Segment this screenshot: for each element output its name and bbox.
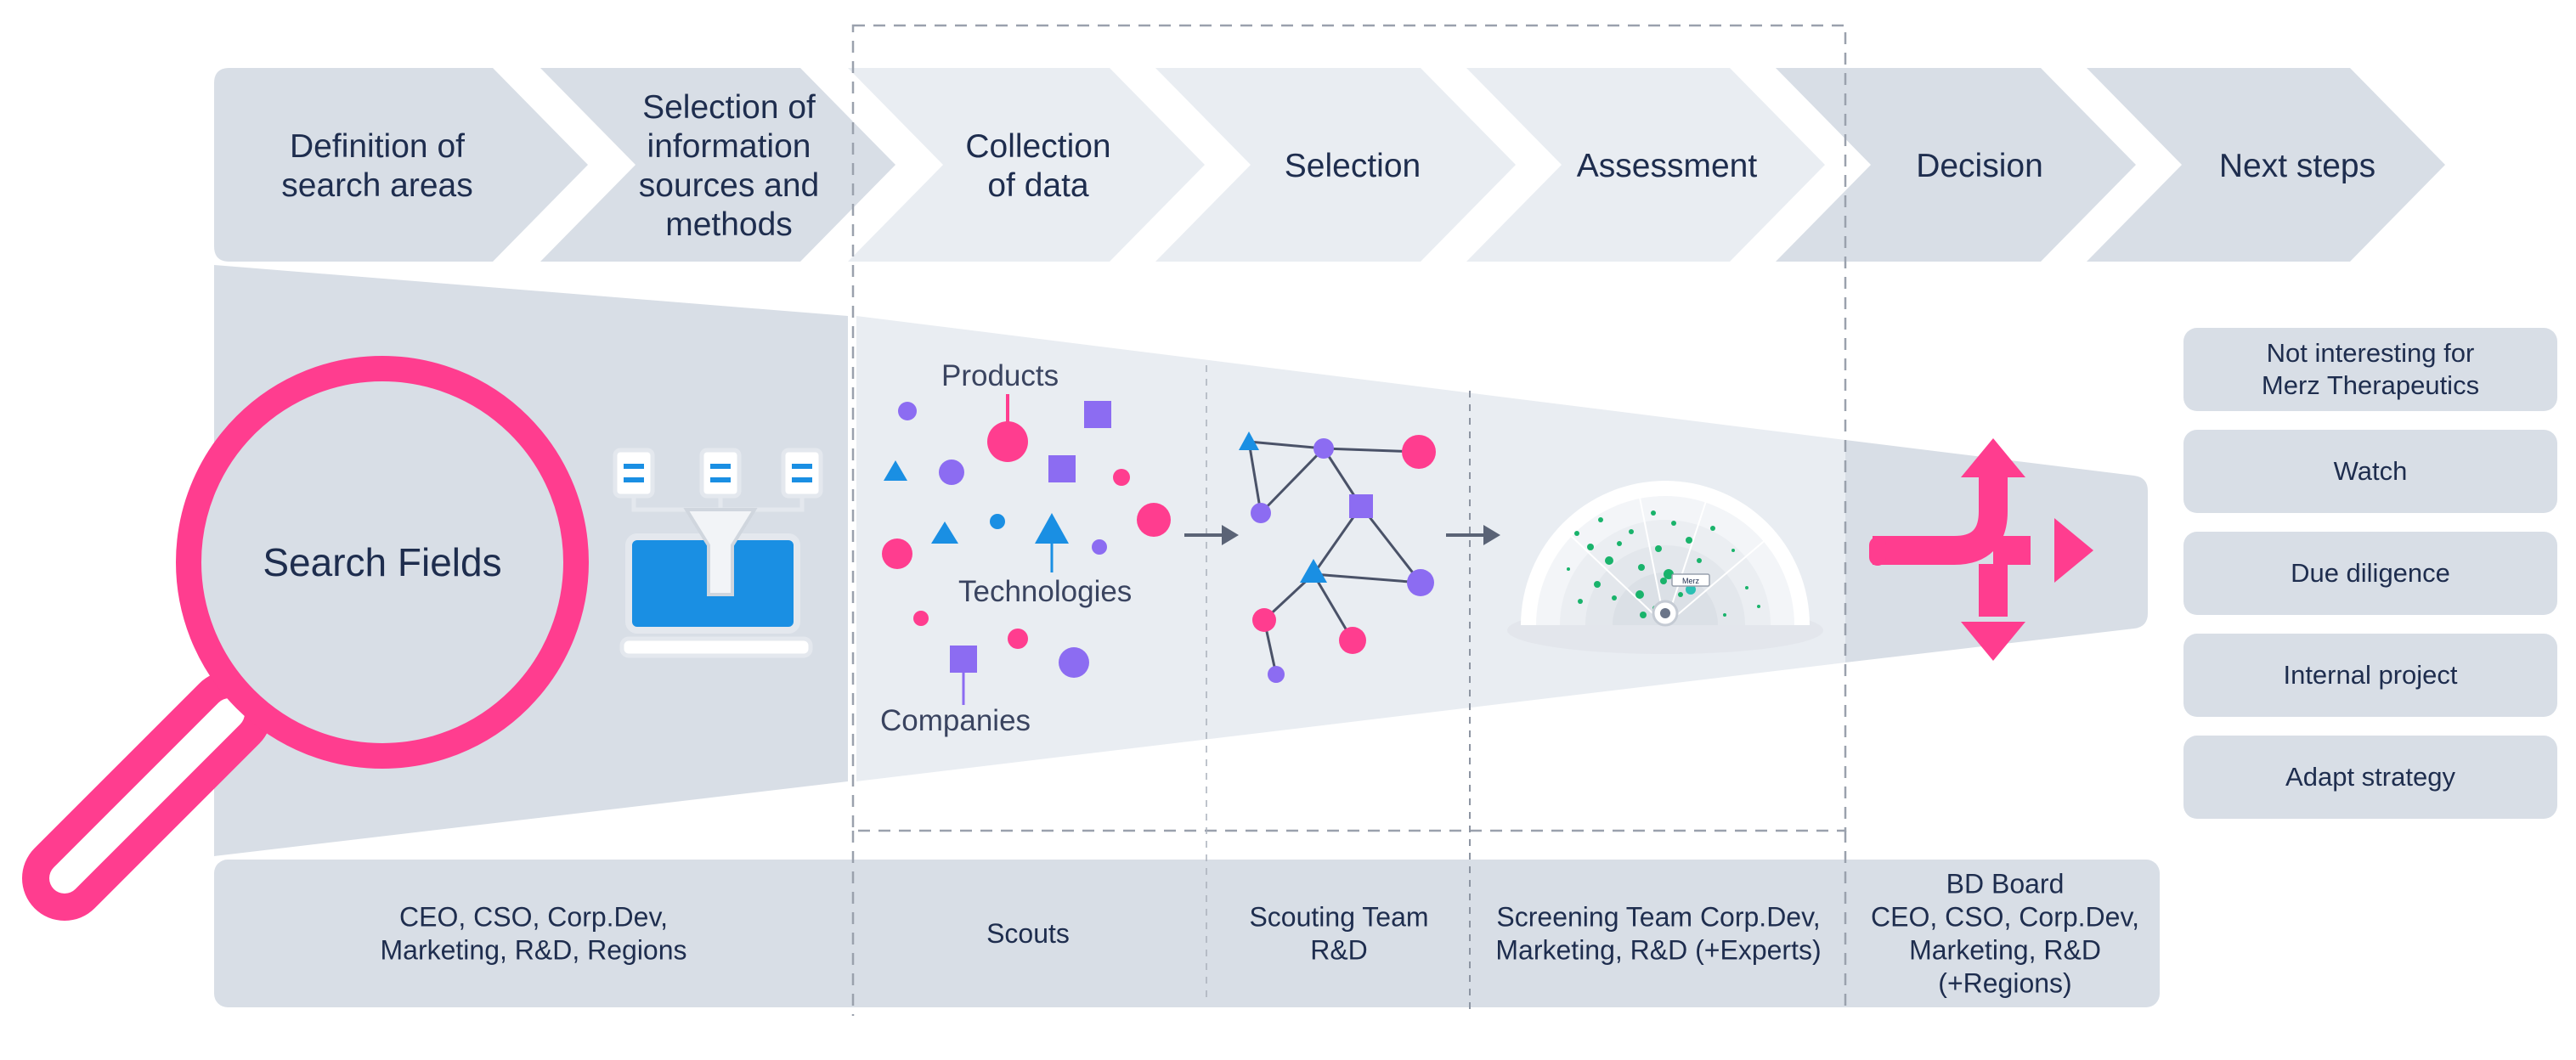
role-label-line: Screening Team Corp.Dev, (1496, 902, 1820, 933)
role-label-line: Marketing, R&D (+Experts) (1495, 935, 1821, 966)
split-arrows-icon (1873, 476, 2031, 617)
arrow-right-icon (1184, 525, 1239, 545)
data-points-cluster (882, 394, 1171, 705)
outcome-not-interesting: Not interesting for Merz Therapeutics (2183, 328, 2557, 411)
dashed-frame (851, 24, 1847, 832)
process-step-label-line: Selection (1285, 148, 1421, 184)
role-label-line: (+Regions) (1938, 968, 2071, 999)
process-step-label-line: Definition of (290, 128, 465, 165)
process-step-label-line: information (647, 128, 811, 165)
chevron-step-4 (1155, 68, 1516, 262)
role-label-line: Scouts (986, 918, 1070, 949)
role-label-line: Marketing, R&D (1909, 935, 2101, 966)
chevron-step-2 (540, 68, 895, 262)
process-step-label-line: Selection of (642, 89, 816, 126)
chevron-step-5 (1466, 68, 1825, 262)
outcome-adapt-strategy: Adapt strategy (2183, 736, 2557, 819)
process-chevrons (214, 68, 2445, 262)
split-arrow-heads (1961, 438, 2093, 661)
companies-label: Companies (880, 704, 1031, 737)
role-label-line: CEO, CSO, Corp.Dev, (1871, 902, 2139, 933)
chevron-step-6 (1776, 68, 2136, 262)
roles-bar (214, 860, 2160, 1007)
role-labels: CEO, CSO, Corp.Dev,Marketing, R&D, Regio… (380, 869, 2138, 999)
role-label: Scouts (986, 918, 1070, 949)
outcome-watch: Watch (2183, 430, 2557, 513)
process-step-label-line: of data (987, 167, 1089, 204)
role-label: CEO, CSO, Corp.Dev,Marketing, R&D, Regio… (380, 902, 686, 966)
search-fields-label: Search Fields (263, 540, 501, 584)
products-label: Products (941, 359, 1059, 392)
role-label-line: CEO, CSO, Corp.Dev, (399, 902, 668, 933)
funnel-middle (856, 316, 1845, 781)
role-label-line: R&D (1310, 935, 1368, 966)
radar-badge-label: Merz (1682, 577, 1699, 585)
radar-chart-icon: Merz (1507, 481, 1823, 654)
chevron-step-7 (2087, 68, 2445, 262)
process-step-label-line: methods (665, 206, 793, 243)
process-step-label-line: Assessment (1577, 148, 1758, 184)
outcome-due-diligence: Due diligence (2183, 532, 2557, 615)
network-nodes (1239, 431, 1436, 683)
data-filter-laptop-icon (613, 448, 823, 658)
magnifier-icon (22, 356, 589, 921)
role-label-line: Scouting Team (1249, 902, 1428, 933)
process-step-label-line: sources and (639, 167, 819, 204)
process-step-label-line: search areas (281, 167, 472, 204)
process-step-label-line: Decision (1916, 148, 2043, 184)
technologies-label: Technologies (958, 575, 1132, 608)
arrow-right-icon (1446, 525, 1500, 545)
chevron-step-3 (848, 68, 1205, 262)
process-step-label-line: Collection (965, 128, 1110, 165)
process-step-label: Next steps (2219, 148, 2375, 184)
process-step-label: Decision (1916, 148, 2043, 184)
process-step-label: Selection (1285, 148, 1421, 184)
process-step-label: Assessment (1577, 148, 1758, 184)
process-step-label-line: Next steps (2219, 148, 2375, 184)
role-label: Screening Team Corp.Dev,Marketing, R&D (… (1495, 902, 1821, 966)
split-arrow-tail (1869, 537, 1886, 566)
outcome-internal-project: Internal project (2183, 634, 2557, 717)
role-label-line: Marketing, R&D, Regions (380, 935, 686, 966)
chevron-step-1 (214, 68, 588, 262)
role-label-line: BD Board (1946, 869, 2065, 899)
